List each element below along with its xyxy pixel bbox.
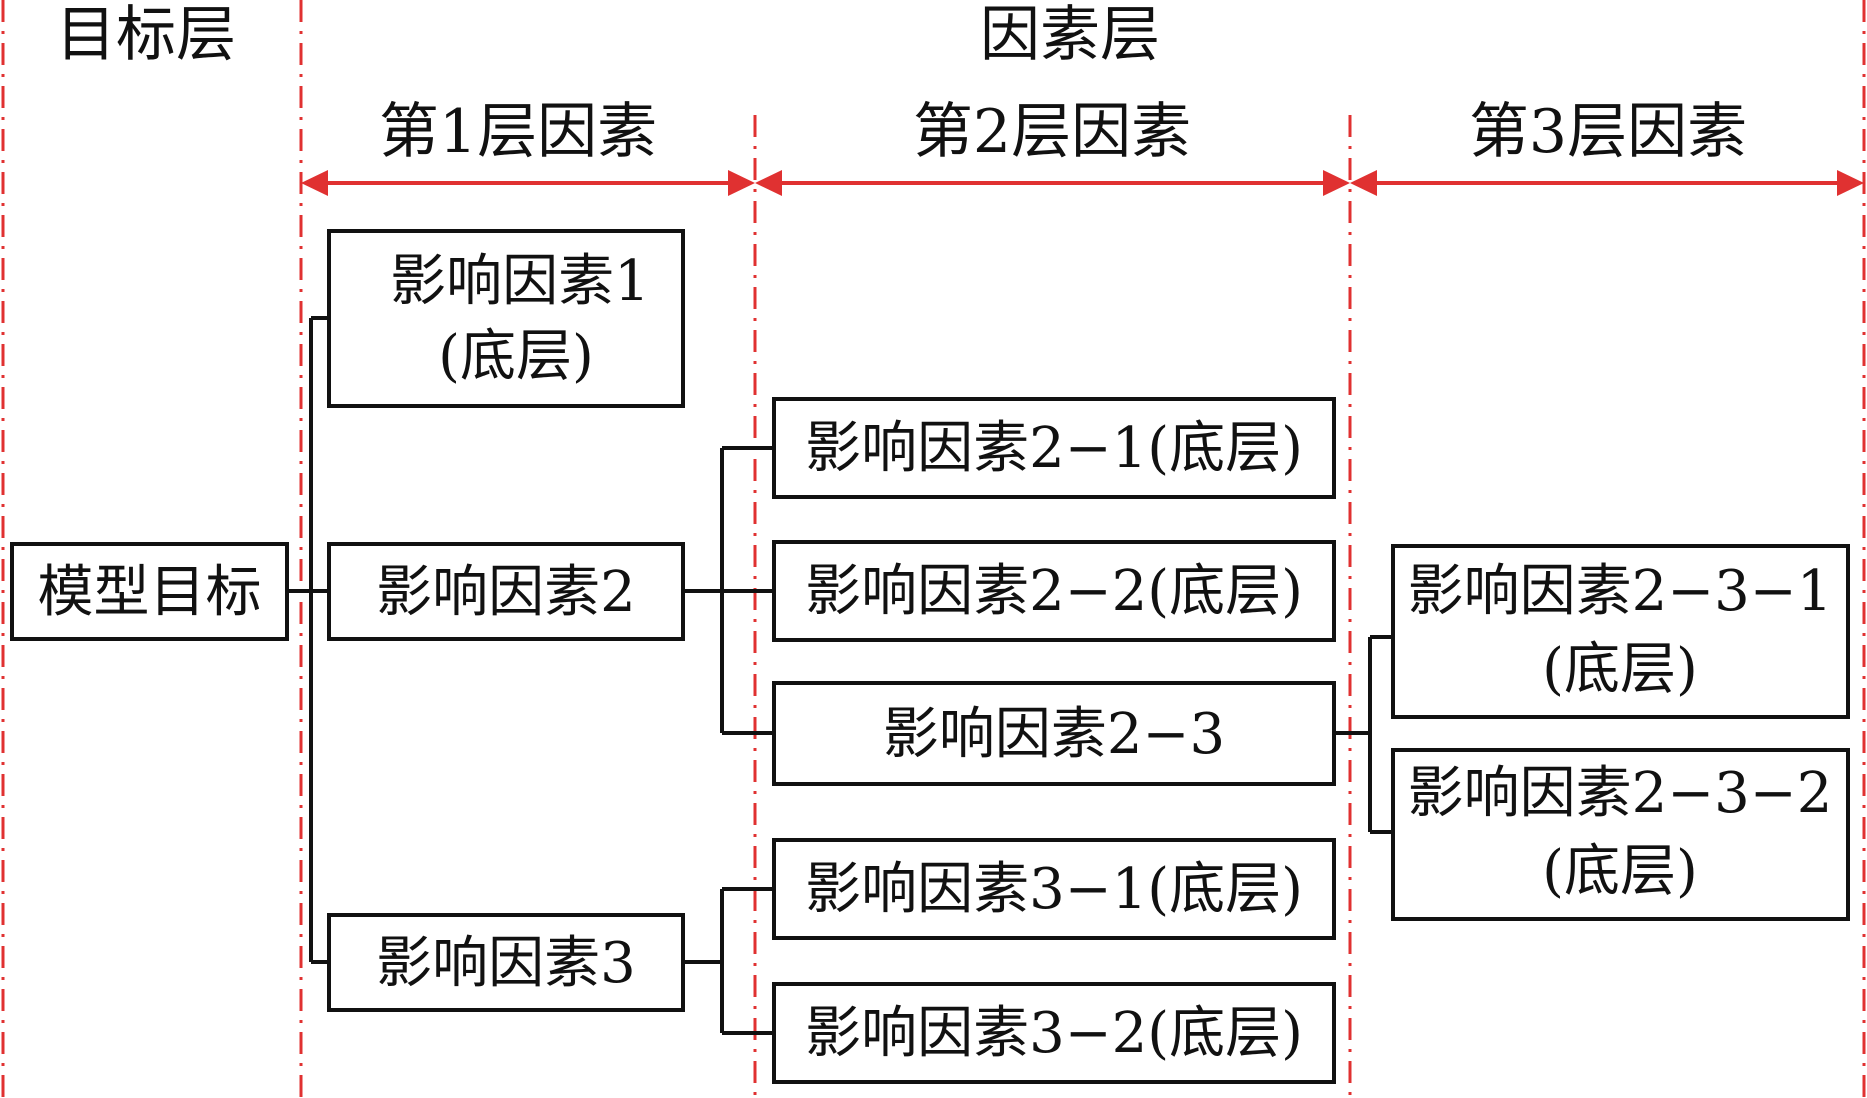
level1-heading: 第1层因素: [379, 97, 657, 167]
factor1-node: 影响因素1 (底层): [327, 229, 685, 408]
level2-heading: 第2层因素: [913, 97, 1191, 167]
connector-factor2-3-to-level3: [1334, 635, 1393, 834]
factor3-1-label: 影响因素3−1(底层): [805, 857, 1303, 922]
factor3-label: 影响因素3: [376, 931, 636, 996]
level3-span-arrow: [1350, 170, 1864, 196]
goal-node: 模型目标: [10, 542, 289, 641]
factor3-node: 影响因素3: [327, 913, 685, 1012]
factor2-3-2-label-line2: (底层): [1542, 839, 1698, 904]
factor2-3-node: 影响因素2−3: [772, 681, 1336, 786]
factor2-3-1-label-line1: 影响因素2−3−1: [1408, 559, 1833, 624]
factor2-1-label: 影响因素2−1(底层): [805, 416, 1303, 481]
factor2-label: 影响因素2: [376, 560, 636, 625]
factor3-2-node: 影响因素3−2(底层): [772, 982, 1336, 1084]
level3-heading: 第3层因素: [1469, 97, 1747, 167]
factor2-1-node: 影响因素2−1(底层): [772, 397, 1336, 499]
target-layer-heading: 目标层: [56, 0, 236, 70]
factor2-3-2-label-line1: 影响因素2−3−2: [1408, 761, 1833, 826]
factor2-2-node: 影响因素2−2(底层): [772, 540, 1336, 642]
factor2-3-label: 影响因素2−3: [883, 702, 1225, 767]
connector-factor3-to-level2: [683, 887, 774, 1035]
goal-node-label: 模型目标: [38, 560, 262, 625]
factor2-3-1-node: 影响因素2−3−1 (底层): [1391, 544, 1850, 719]
connector-goal-to-level1: [287, 316, 329, 964]
factor2-3-2-node: 影响因素2−3−2 (底层): [1391, 748, 1850, 921]
factor1-label-line2: (底层): [438, 324, 594, 389]
level2-span-arrow: [755, 170, 1350, 196]
factor2-node: 影响因素2: [327, 542, 685, 641]
level1-span-arrow: [301, 170, 755, 196]
factor3-1-node: 影响因素3−1(底层): [772, 838, 1336, 940]
connector-factor2-to-level2: [683, 446, 774, 735]
factor-layer-heading: 因素层: [980, 0, 1160, 70]
factor2-3-1-label-line2: (底层): [1542, 637, 1698, 702]
factor3-2-label: 影响因素3−2(底层): [805, 1001, 1303, 1066]
factor2-2-label: 影响因素2−2(底层): [805, 559, 1303, 624]
factor1-label-line1: 影响因素1: [390, 249, 650, 314]
